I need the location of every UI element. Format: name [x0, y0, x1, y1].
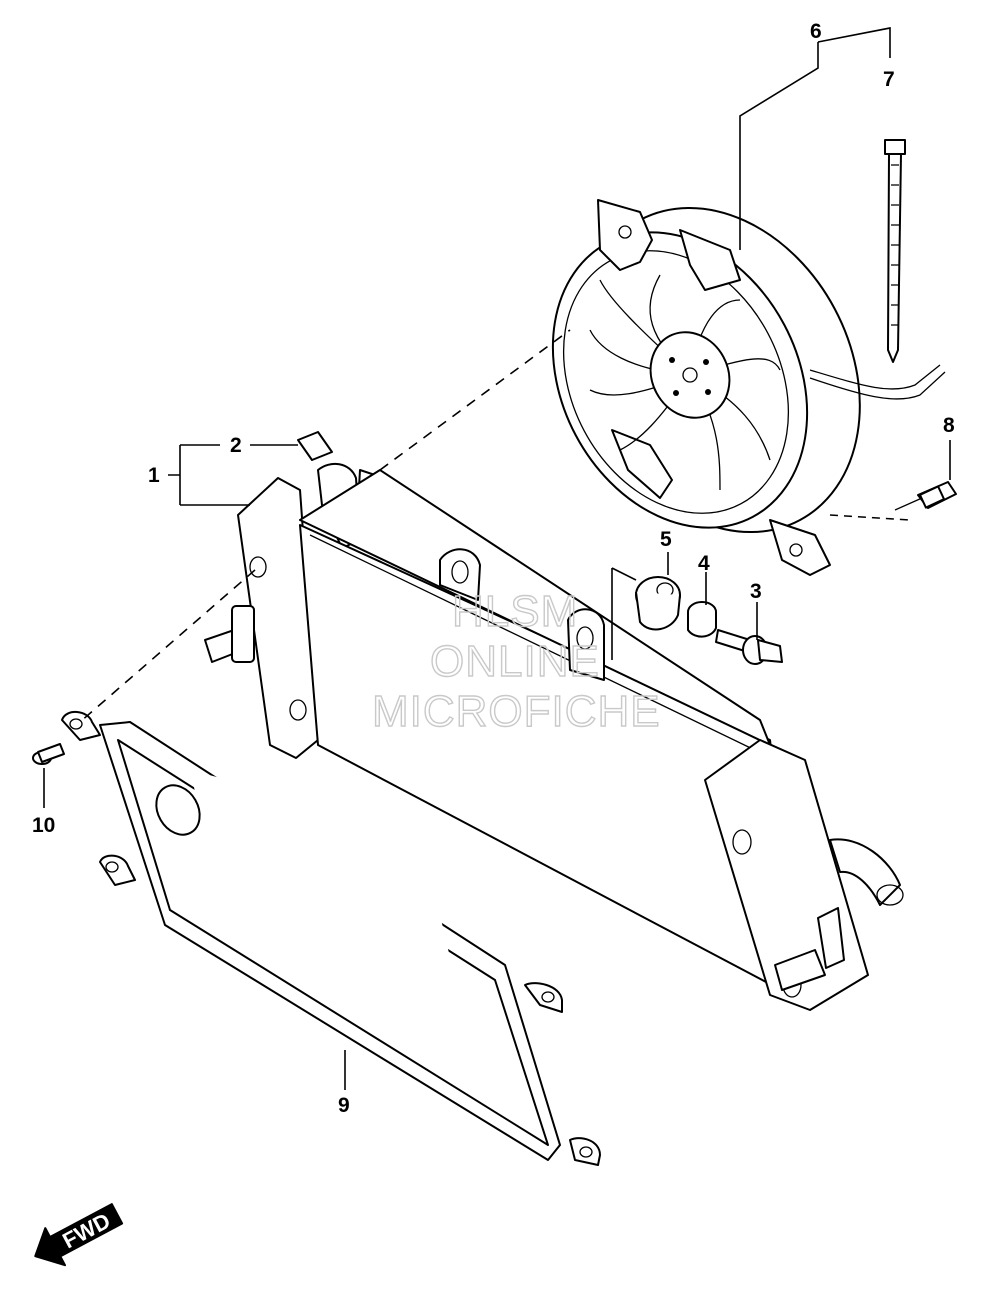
cooling-fan-assembly — [551, 199, 946, 576]
forward-direction-arrow: FWD — [34, 1203, 124, 1267]
callout-3: 3 — [750, 580, 762, 603]
rubber-cushion — [635, 576, 681, 631]
callout-4: 4 — [698, 552, 710, 575]
watermark-line-2: ONLINE — [430, 637, 600, 686]
callout-5: 5 — [660, 528, 672, 551]
watermark: HLSM ONLINE MICROFICHE — [371, 586, 661, 736]
radiator-cap-part — [297, 431, 333, 461]
leader-lines — [43, 27, 951, 1090]
callout-6: 6 — [810, 20, 822, 43]
callout-9: 9 — [338, 1094, 350, 1117]
fan-mounting-bolt — [894, 481, 957, 511]
callout-labels: 1 2 3 4 5 6 7 8 9 10 — [32, 20, 955, 1117]
callout-10: 10 — [32, 814, 55, 837]
screen-screw — [32, 743, 65, 765]
watermark-line-3: MICROFICHE — [372, 687, 661, 736]
callout-8: 8 — [943, 414, 955, 437]
watermark-line-1: HLSM — [452, 587, 578, 636]
cable-tie — [884, 139, 906, 363]
callout-1: 1 — [148, 464, 160, 487]
spacer-collar — [687, 601, 717, 638]
fwd-label: FWD — [58, 1208, 114, 1254]
radiator-assembly — [204, 462, 904, 1011]
radiator-bolt — [715, 629, 783, 665]
radiator-screen — [61, 711, 601, 1166]
callout-7: 7 — [883, 68, 895, 91]
callout-2: 2 — [230, 434, 242, 457]
